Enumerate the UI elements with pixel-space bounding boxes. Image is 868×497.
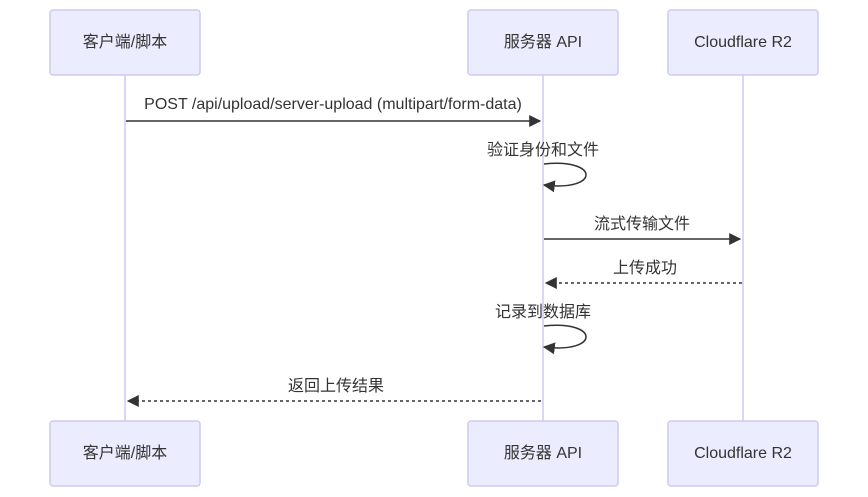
actor-label: 服务器 API [504,444,582,462]
message-label: 流式传输文件 [594,215,690,233]
message-stream-file: 流式传输文件 [544,215,742,245]
actor-server-bottom: 服务器 API [467,420,619,487]
message-record-db: 记录到数据库 [495,303,591,355]
actor-r2-top: Cloudflare R2 [667,9,819,76]
message-label: 返回上传结果 [288,377,384,395]
message-upload-request: POST /api/upload/server-upload (multipar… [126,96,542,127]
message-validate: 验证身份和文件 [487,141,599,193]
message-return-result: 返回上传结果 [126,377,541,407]
message-label: 验证身份和文件 [487,141,599,159]
message-self-arrow [542,324,587,355]
actor-label: Cloudflare R2 [694,445,792,462]
actor-client-top: 客户端/脚本 [49,9,201,76]
actor-server-top: 服务器 API [467,9,619,76]
message-label: 上传成功 [613,259,677,277]
message-self-arrow [542,162,587,193]
actor-label: Cloudflare R2 [694,34,792,51]
actor-client-bottom: 客户端/脚本 [49,420,201,487]
actor-r2-bottom: Cloudflare R2 [667,420,819,487]
message-label: POST /api/upload/server-upload (multipar… [144,96,522,113]
message-label: 记录到数据库 [495,303,591,321]
actor-label: 客户端/脚本 [83,33,167,51]
message-upload-success: 上传成功 [544,259,742,289]
actor-label: 客户端/脚本 [83,444,167,462]
actor-label: 服务器 API [504,33,582,51]
